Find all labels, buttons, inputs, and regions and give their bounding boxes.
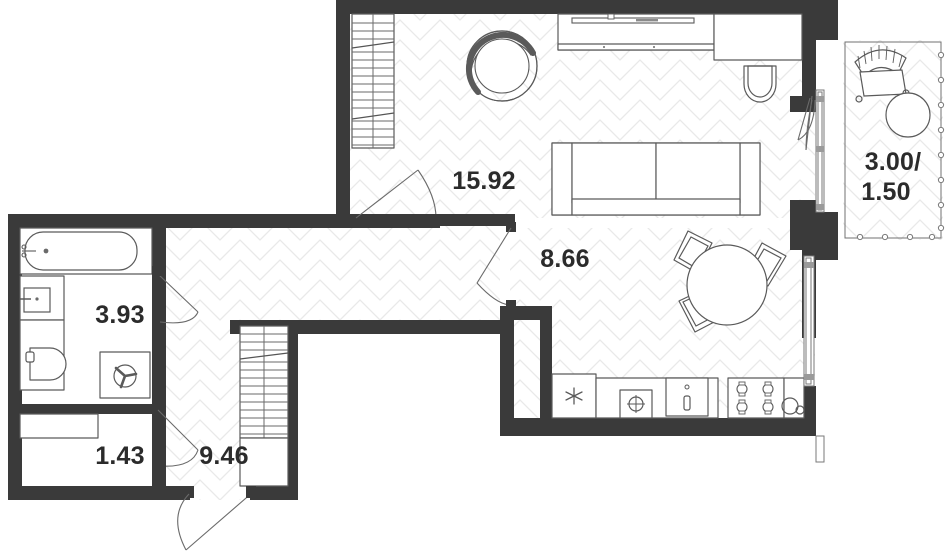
- bathroom-furniture: [19, 227, 153, 399]
- dishwasher: [665, 377, 709, 417]
- refrigerator: [551, 373, 597, 419]
- area-label-kitchen: 8.66: [540, 245, 589, 273]
- hallway-furniture: [239, 325, 289, 487]
- round-dining-table: [673, 230, 787, 333]
- round-side-table: [885, 92, 931, 138]
- balcony-railing: [844, 41, 945, 241]
- door-storage: [152, 400, 199, 472]
- double-sink: [781, 377, 805, 419]
- sofa: [551, 142, 761, 216]
- door-kitchen: [476, 222, 516, 310]
- walls: [8, 0, 838, 500]
- doors: [152, 95, 816, 551]
- area-label-living-room: 15.92: [452, 167, 516, 195]
- door-entrance: [177, 486, 256, 551]
- bathtub: [19, 227, 153, 275]
- area-labels: 15.92 8.66 3.93 1.43 9.46 3.00/ 1.50: [95, 148, 921, 470]
- area-label-balcony-second: 1.50: [861, 178, 910, 206]
- window-balcony-upper: [815, 89, 825, 213]
- sink: [619, 389, 653, 419]
- tv-console: [557, 13, 715, 51]
- door-living-room: [350, 169, 440, 228]
- shelf: [19, 413, 99, 439]
- window-kitchen: [803, 255, 815, 387]
- wardrobe-hallway: [239, 325, 289, 439]
- area-label-balcony: 3.00/: [865, 148, 922, 176]
- wardrobe-living: [351, 13, 395, 149]
- fan-back-armchair: [854, 45, 910, 103]
- desk-cabinet: [713, 13, 803, 61]
- area-label-hallway: 9.46: [199, 442, 248, 470]
- door-balcony: [797, 95, 816, 151]
- hallway-cabinet: [239, 437, 289, 487]
- living-room-furniture: [351, 13, 803, 216]
- window-balcony-lower: [815, 435, 825, 463]
- windows: [803, 89, 825, 463]
- washing-machine: [99, 351, 151, 399]
- round-swivel-chair: [465, 30, 538, 102]
- balcony-furniture: [844, 41, 945, 241]
- cooktop: [727, 377, 785, 419]
- area-label-storage: 1.43: [95, 442, 144, 470]
- tv-icon: [571, 13, 695, 24]
- toilet: [19, 319, 67, 391]
- washbasin: [19, 275, 65, 321]
- kitchen-counter: [551, 373, 805, 419]
- kitchen-furniture: [551, 230, 805, 419]
- area-label-bathroom: 3.93: [95, 301, 144, 329]
- storage-furniture: [19, 413, 99, 439]
- armchair-living: [743, 65, 777, 103]
- door-bathroom: [152, 266, 199, 324]
